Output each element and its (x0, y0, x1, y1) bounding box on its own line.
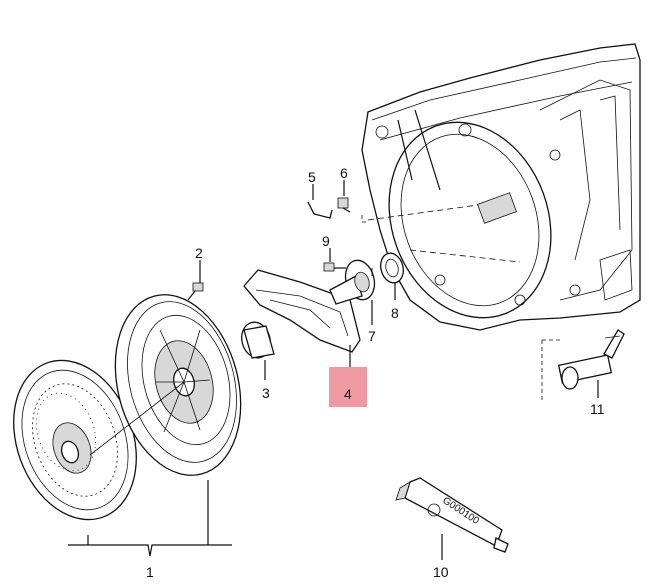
guide-sleeve (329, 259, 376, 325)
callout-labels: 1 2 3 4 5 6 7 8 9 10 11 (146, 165, 605, 580)
callout-7[interactable]: 7 (368, 328, 376, 344)
callout-4-highlight (329, 367, 367, 407)
callout-9[interactable]: 9 (322, 233, 330, 249)
release-lever (243, 269, 361, 368)
callout-1[interactable]: 1 (146, 564, 154, 580)
grease-tube: G000100 (395, 477, 509, 560)
callout-10[interactable]: 10 (433, 564, 449, 580)
callout-4[interactable]: 4 (344, 386, 352, 402)
slave-cylinder (541, 329, 625, 400)
callout-2[interactable]: 2 (195, 245, 203, 261)
gearbox-housing (361, 43, 641, 331)
callout-8[interactable]: 8 (391, 305, 399, 321)
clutch-disc (13, 359, 137, 521)
pressure-plate (89, 294, 242, 476)
bolt-9 (323, 248, 346, 272)
bolt-6 (337, 180, 351, 213)
callout-5[interactable]: 5 (308, 169, 316, 185)
bracket-1 (68, 480, 232, 557)
seal-ring (380, 252, 404, 300)
release-bearing (241, 321, 275, 380)
bolt-2 (187, 260, 204, 301)
clip-5 (307, 184, 333, 219)
callout-11[interactable]: 11 (590, 401, 605, 417)
callout-6[interactable]: 6 (340, 165, 348, 181)
callout-3[interactable]: 3 (262, 385, 270, 401)
